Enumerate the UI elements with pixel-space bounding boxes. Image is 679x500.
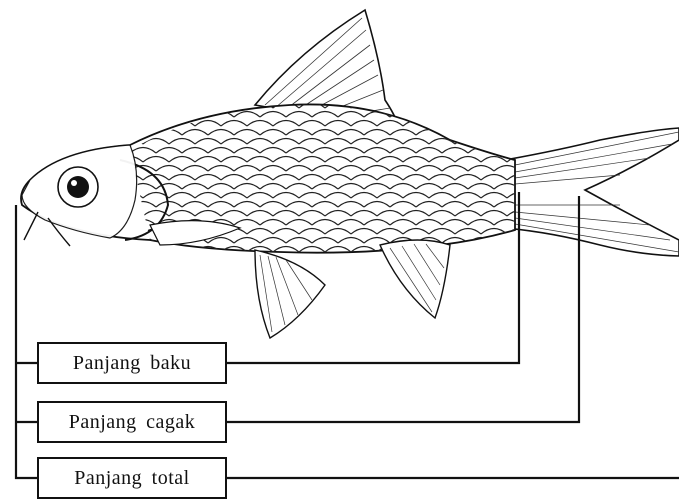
anal-fin (380, 240, 450, 318)
label-fork-length: Panjang cagak (37, 401, 227, 443)
label-standard-length: Panjang baku (37, 342, 227, 384)
label-total-length: Panjang total (37, 457, 227, 499)
left-bracket-line (16, 205, 37, 478)
eye-pupil (67, 176, 89, 198)
barbel (24, 212, 38, 240)
fish-illustration (21, 10, 679, 338)
